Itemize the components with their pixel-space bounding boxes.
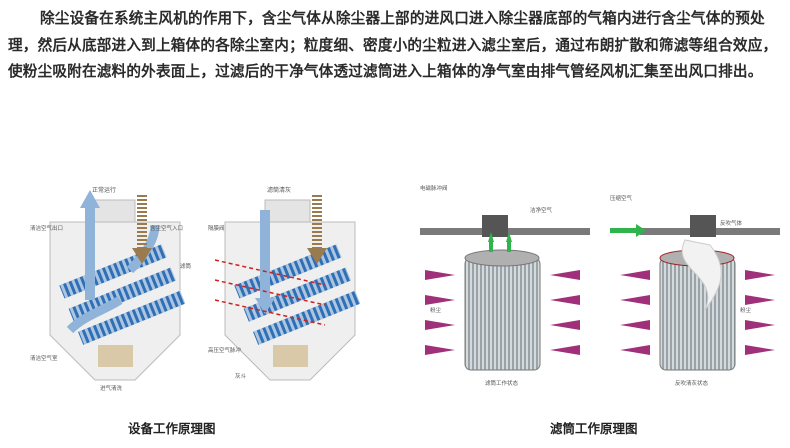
equipment-principle-figure: 正常运行 清洁空气出口 含尘空气入口 滤筒 清洁空气室 进气清洗 滤筒清灰 隔膜… xyxy=(30,186,360,392)
cartridge-reverse-pulse xyxy=(610,215,780,371)
p2-title: 滤筒清灰 xyxy=(267,186,291,194)
p1-title: 正常运行 xyxy=(92,186,116,194)
r1-pulse: 电磁脉冲阀 xyxy=(420,184,448,192)
r2-reverse: 反吹气体 xyxy=(720,219,743,227)
intro-paragraph: 除尘设备在系统主风机的作用下，含尘气体从除尘器上部的进风口进入除尘器底部的气箱内… xyxy=(8,10,778,80)
r1-dust: 粉尘 xyxy=(430,306,442,314)
r2-bottom: 反吹清灰状态 xyxy=(675,379,709,387)
p2-hopper: 灰斗 xyxy=(235,372,247,380)
r1-clean: 洁净空气 xyxy=(530,206,553,214)
right-caption: 滤筒工作原理图 xyxy=(550,421,638,436)
p1-dirty-in: 含尘空气入口 xyxy=(150,224,183,232)
p1-filter: 滤筒 xyxy=(180,262,192,270)
filter-principle-figure: 电磁脉冲阀 洁净空气 粉尘 滤筒工作状态 压缩空气 反吹气体 粉尘 反吹清灰状态 xyxy=(420,184,780,387)
dust-arrows-left xyxy=(425,270,580,355)
panel-filter-cleaning xyxy=(214,195,360,381)
p2-valve: 隔膜阀 xyxy=(208,224,225,232)
panel-normal-operation xyxy=(49,190,186,381)
cartridge-working xyxy=(420,215,590,371)
p1-clean-out: 清洁空气出口 xyxy=(30,224,63,232)
p1-bottom: 进气清洗 xyxy=(100,384,123,392)
p1-clean-room: 清洁空气室 xyxy=(30,354,58,362)
p2-hp: 高压空气脉冲 xyxy=(208,346,242,354)
left-caption: 设备工作原理图 xyxy=(128,421,216,436)
r2-compressed: 压缩空气 xyxy=(610,194,633,202)
r1-bottom: 滤筒工作状态 xyxy=(485,379,519,387)
r2-dust: 粉尘 xyxy=(740,306,752,314)
